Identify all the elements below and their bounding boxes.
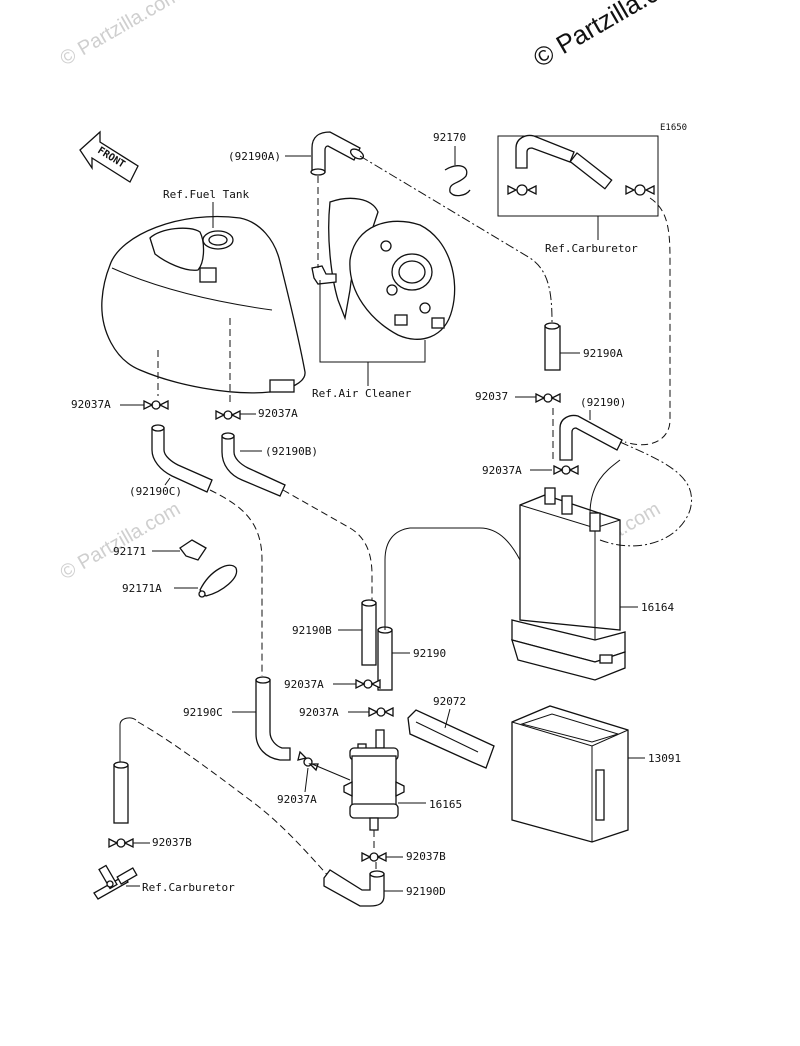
fuel-filter-16165	[343, 729, 405, 831]
callout-92190: 92190	[413, 647, 446, 660]
ref-fuel-tank: Ref.Fuel Tank	[163, 188, 249, 201]
hose-92190d	[323, 869, 385, 907]
carburetor-ref-box	[497, 135, 659, 217]
clamp-92037a-canister	[553, 464, 579, 476]
band-92171a	[198, 564, 238, 598]
clamp-92037a-left	[143, 399, 169, 411]
callout-92037a-left: 92037A	[71, 398, 111, 411]
front-arrow-icon: FRONT	[79, 130, 139, 183]
air-cleaner	[311, 197, 456, 340]
callout-92037a-mid: 92037A	[258, 407, 298, 420]
diagram-code: E1650	[660, 123, 687, 133]
watermark-faint-mid-left: © Partzilla.com	[57, 498, 185, 584]
carburetor-t-fitting	[93, 864, 138, 900]
callout-92037b-right: 92037B	[406, 850, 446, 863]
callout-92190a-top: (92190A)	[228, 150, 281, 163]
clip-92170	[444, 165, 471, 197]
callout-92037a-lower2: 92037A	[299, 706, 339, 719]
callout-16165: 16165	[429, 798, 462, 811]
callout-92072: 92072	[433, 695, 466, 708]
callout-92037a-lower1: 92037A	[284, 678, 324, 691]
callout-92190c-paren: (92190C)	[129, 485, 182, 498]
hose-92190b	[221, 432, 286, 497]
hose-lower-left	[113, 761, 129, 824]
canister-case-13091	[511, 705, 629, 843]
clamp-92037a-lower1	[355, 678, 381, 690]
callout-92037a-canister: 92037A	[482, 464, 522, 477]
clamp-92037a-mid	[215, 409, 241, 421]
hose-92190b-plain	[361, 599, 377, 666]
hose-92190a-top	[310, 131, 365, 176]
clamp-92037-right	[535, 392, 561, 404]
callout-13091: 13091	[648, 752, 681, 765]
callout-92190b-plain: 92190B	[292, 624, 332, 637]
callout-92171a: 92171A	[122, 582, 162, 595]
watermark-faint-top: © Partzilla.com	[57, 0, 185, 70]
clamp-92037b-left	[108, 837, 134, 849]
clamp-92037a-filter	[297, 750, 319, 772]
hose-92190-paren	[559, 414, 623, 461]
callout-92037-right: 92037	[475, 390, 508, 403]
canister-16164	[511, 487, 626, 681]
ref-carburetor-bottom: Ref.Carburetor	[142, 881, 235, 894]
callout-92190c: 92190C	[183, 706, 223, 719]
callout-92037b-left: 92037B	[152, 836, 192, 849]
callout-92190d: 92190D	[406, 885, 446, 898]
watermark-top: © Partzilla.com	[528, 0, 695, 73]
callout-92190b: (92190B)	[265, 445, 318, 458]
ref-air-cleaner: Ref.Air Cleaner	[312, 387, 412, 400]
hose-92190a-right	[544, 322, 561, 371]
ref-carburetor-top: Ref.Carburetor	[545, 242, 638, 255]
fuel-tank	[101, 215, 306, 394]
callout-92171: 92171	[113, 545, 146, 558]
clamp-92037a-lower2	[368, 706, 394, 718]
callout-92037a-filter: 92037A	[277, 793, 317, 806]
callout-92190a-right: 92190A	[583, 347, 623, 360]
clamp-92037b-right	[361, 851, 387, 863]
callout-92170: 92170	[433, 131, 466, 144]
hose-92190c-lower	[255, 676, 291, 761]
clip-92171	[179, 539, 207, 561]
callout-92190-paren: (92190)	[580, 396, 626, 409]
callout-16164: 16164	[641, 601, 674, 614]
hose-92190c-top	[151, 424, 213, 493]
hose-carb-top	[507, 134, 655, 196]
band-92072	[407, 709, 495, 769]
